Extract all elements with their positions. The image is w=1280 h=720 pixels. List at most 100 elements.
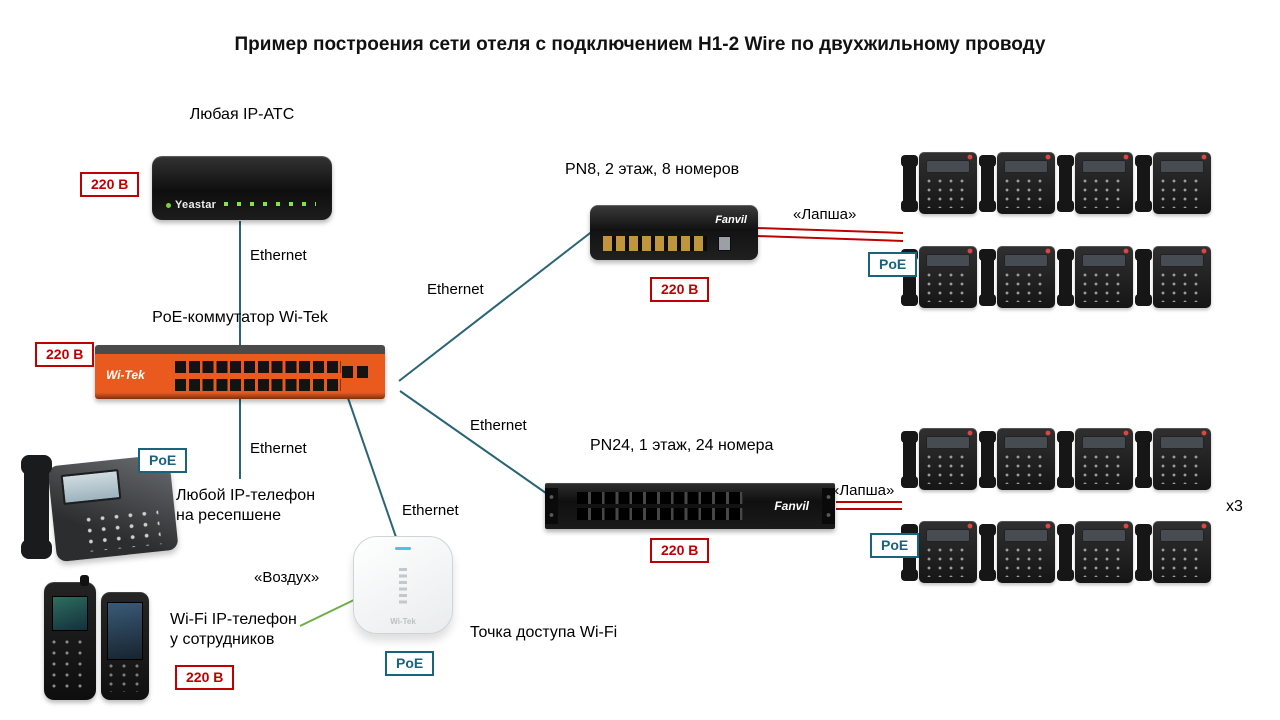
phone-body <box>1075 152 1133 214</box>
pbx-status-leds-icon <box>224 202 316 206</box>
poe-badge-pn24-phones: PoE <box>870 533 920 559</box>
phone-handset-icon <box>1135 155 1152 212</box>
poe-badge-ap: PoE <box>385 651 435 677</box>
wifi-handset-phone <box>44 575 96 700</box>
phone-body <box>919 428 977 490</box>
pn24-ports-icon <box>577 492 743 520</box>
phone-handset-icon <box>979 431 996 488</box>
lapsha-label-pn8: «Лапша» <box>793 206 857 223</box>
link-switch-to-pn8 <box>398 229 595 382</box>
wifi-phone-label-line1: Wi-Fi IP-телефон <box>170 611 297 628</box>
poe-badge-reception-phone: PoE <box>138 448 188 474</box>
desk-phone <box>1057 152 1133 216</box>
power-badge-pbx: 220 В <box>80 172 140 198</box>
multiplier-label: x3 <box>1226 498 1243 515</box>
reception-ip-phone <box>21 450 179 566</box>
ap-brand-logo: Wi-Tek <box>390 617 416 626</box>
phone-screen <box>107 602 143 660</box>
link-air-ap-to-wifi-phones <box>299 597 359 627</box>
ethernet-label-switch-pn24: Ethernet <box>470 417 527 434</box>
phone-body <box>919 521 977 583</box>
phone-body <box>1153 521 1211 583</box>
ethernet-label-switch-ap: Ethernet <box>402 502 459 519</box>
reception-phone-label-line2: на ресепшене <box>176 507 282 524</box>
phone-body <box>919 246 977 308</box>
switch-ports-icon <box>175 361 341 391</box>
phone-keypad-icon <box>52 640 89 691</box>
ap-status-led-icon <box>395 547 411 550</box>
yeastar-logo: Yeastar <box>166 199 216 211</box>
power-badge-pn8: 220 В <box>650 277 710 303</box>
wifi-phone-label-line2: у сотрудников <box>170 631 275 648</box>
pn8-ports-icon <box>603 236 707 251</box>
desk-phone <box>979 428 1055 492</box>
link-switch-to-ap <box>347 397 398 541</box>
power-badge-core-switch: 220 В <box>35 342 95 368</box>
desk-phone <box>979 246 1055 310</box>
phone-handset-icon <box>1057 431 1074 488</box>
desk-phone <box>1135 521 1211 585</box>
phone-body <box>997 521 1055 583</box>
reception-phone-label: Любой IP-телефон на ресепшене <box>176 486 315 526</box>
pn8-label: PN8, 2 этаж, 8 номеров <box>565 161 740 178</box>
wifi-access-point: Wi-Tek <box>353 536 453 642</box>
air-label: «Воздух» <box>254 569 320 586</box>
core-switch-label: PoE-коммутатор Wi-Tek <box>152 309 328 326</box>
lapsha-label-pn24: «Лапша» <box>831 482 895 499</box>
phone-body <box>1153 246 1211 308</box>
phone-screen <box>60 469 122 505</box>
reception-phone-label-line1: Любой IP-телефон <box>176 487 316 504</box>
ethernet-label-pbx-switch: Ethernet <box>250 247 307 264</box>
lapsha-line-pn8-b <box>756 235 904 242</box>
phone-body <box>919 152 977 214</box>
fanvil-logo: Fanvil <box>715 214 747 226</box>
desk-phone <box>979 152 1055 216</box>
phone-body <box>1153 428 1211 490</box>
phone-handset-icon <box>979 155 996 212</box>
wifi-handset-phone <box>101 592 149 700</box>
pn24-device: Fanvil <box>545 483 835 529</box>
link-switch-to-pn24 <box>399 390 554 499</box>
core-switch-device: Wi-Tek <box>95 345 385 399</box>
phone-body <box>997 428 1055 490</box>
rack-ear-icon <box>545 488 558 524</box>
poe-badge-pn8-phones: PoE <box>868 252 918 278</box>
sfp-ports-icon <box>342 366 369 378</box>
desk-phone <box>1057 246 1133 310</box>
power-badge-pn24: 220 В <box>650 538 710 564</box>
witek-logo: Wi-Tek <box>106 368 145 382</box>
power-badge-wifi-phones: 220 В <box>175 665 235 691</box>
phone-handset-icon <box>979 524 996 581</box>
phone-handset-icon <box>1057 155 1074 212</box>
phone-handset-icon <box>1057 249 1074 306</box>
desk-phone <box>901 428 977 492</box>
ap-label: Точка доступа Wi-Fi <box>470 624 618 641</box>
pn8-device: Fanvil <box>590 205 758 260</box>
phone-body <box>1075 521 1133 583</box>
phone-body <box>1153 152 1211 214</box>
pn8-uplink-port-icon <box>718 236 731 251</box>
phone-handset-icon <box>901 155 918 212</box>
desk-phone <box>901 152 977 216</box>
phone-keypad-icon <box>109 664 142 692</box>
fanvil-logo: Fanvil <box>774 499 809 513</box>
desk-phone <box>1135 152 1211 216</box>
desk-phone <box>1057 428 1133 492</box>
phone-handset-icon <box>1135 431 1152 488</box>
diagram-title: Пример построения сети отеля с подключен… <box>234 34 1046 55</box>
ethernet-label-switch-reception: Ethernet <box>250 440 307 457</box>
desk-phone <box>901 521 977 585</box>
phone-body <box>997 152 1055 214</box>
phone-handset-icon <box>1135 249 1152 306</box>
phone-screen <box>52 596 88 631</box>
desk-phone <box>1135 428 1211 492</box>
pn24-label: PN24, 1 этаж, 24 номера <box>590 437 774 454</box>
pbx-device: Yeastar <box>152 156 332 220</box>
phone-body <box>997 246 1055 308</box>
desk-phone <box>1057 521 1133 585</box>
phone-handset-icon <box>21 455 52 559</box>
ethernet-label-switch-pn8: Ethernet <box>427 281 484 298</box>
phone-handset-icon <box>1135 524 1152 581</box>
ap-grille-icon <box>399 568 407 604</box>
